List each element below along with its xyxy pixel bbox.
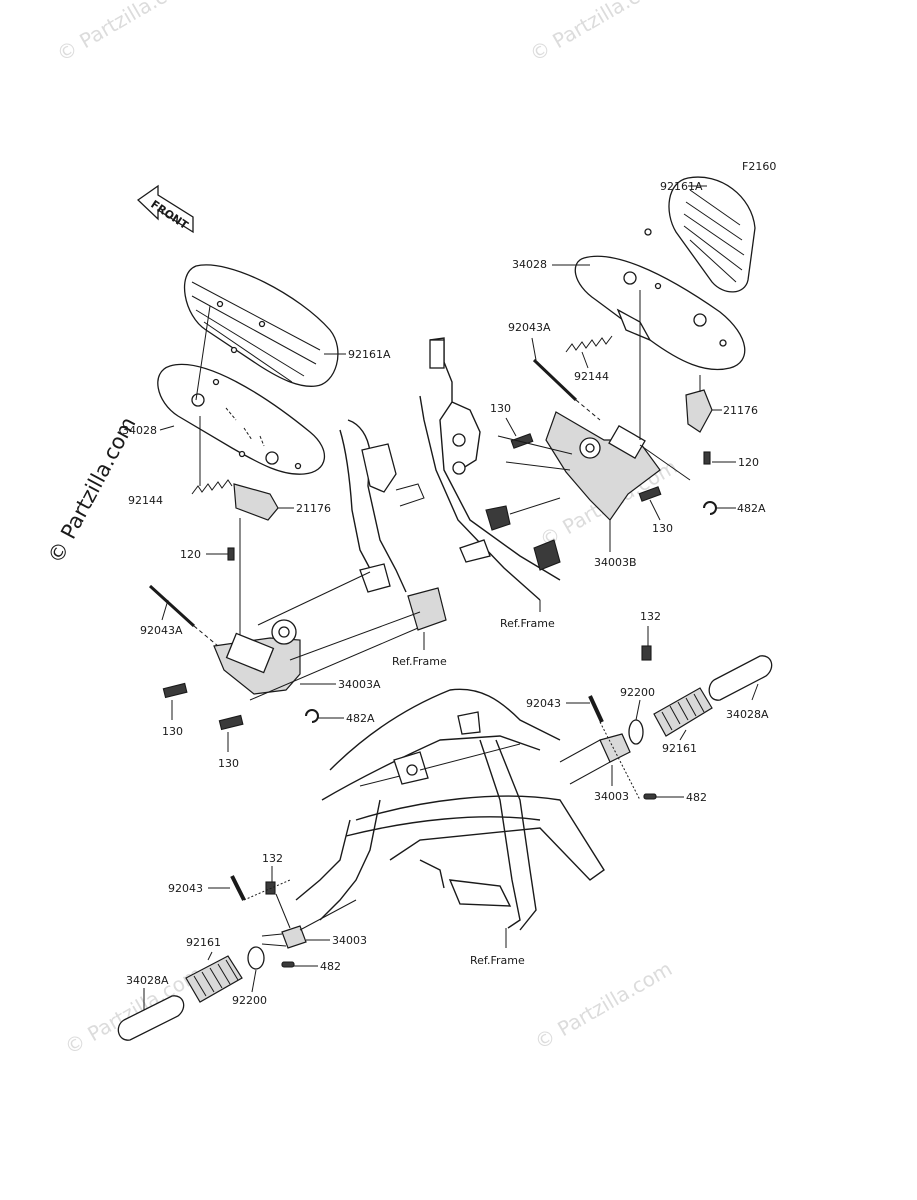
- left-spring: [191, 479, 233, 495]
- label-21176-top: 21176: [723, 404, 758, 417]
- frame-section-top: [419, 337, 573, 601]
- frame-main-bottom: [295, 688, 605, 948]
- label-34028A-right: 34028A: [726, 708, 769, 721]
- watermark: © Partzilla.com: [53, 0, 199, 66]
- left-bolt2: [218, 714, 244, 731]
- top-right-floorboard-cover: [644, 176, 756, 293]
- lower-footpeg-clip: [281, 961, 295, 968]
- label-132-lower: 132: [262, 852, 283, 865]
- lower-footpeg-rubber: [185, 955, 243, 1003]
- label-21176-left: 21176: [296, 502, 331, 515]
- top-right-circlip: [703, 501, 717, 515]
- watermark: © Partzilla.com: [531, 956, 677, 1054]
- label-92043A-left: 92043A: [140, 624, 183, 637]
- label-34003B: 34003B: [594, 556, 637, 569]
- label-482A-left: 482A: [346, 712, 375, 725]
- label-92161-right: 92161: [662, 742, 697, 755]
- label-92161A-top: 92161A: [660, 180, 703, 193]
- left-floorboard-cover: [183, 264, 339, 387]
- top-right-spring: [565, 335, 613, 353]
- label-120-left: 120: [180, 548, 201, 561]
- label-482-right: 482: [686, 791, 707, 804]
- left-bolt1: [162, 682, 188, 699]
- label-120-top: 120: [738, 456, 759, 469]
- left-pin: [148, 584, 219, 647]
- left-floorboard: [157, 363, 326, 475]
- label-92200-lower: 92200: [232, 994, 267, 1007]
- top-right-bolt2: [638, 486, 662, 502]
- right-footpeg-bolt: [641, 645, 652, 661]
- label-130-top-2: 130: [652, 522, 673, 535]
- label-34028A-lower: 34028A: [126, 974, 169, 987]
- label-ref-frame-middle: Ref.Frame: [392, 655, 447, 668]
- label-92144-left: 92144: [128, 494, 163, 507]
- lower-footpeg-tube: [117, 988, 185, 1041]
- label-130-left-2: 130: [218, 757, 239, 770]
- label-482A-top: 482A: [737, 502, 766, 515]
- label-92161A-left: 92161A: [348, 348, 391, 361]
- label-482-lower: 482: [320, 960, 341, 973]
- label-132-right: 132: [640, 610, 661, 623]
- watermark: © Partzilla.com: [526, 0, 672, 66]
- top-right-pin: [532, 358, 601, 421]
- label-34003-lower: 34003: [332, 934, 367, 947]
- label-92161-lower: 92161: [186, 936, 221, 949]
- label-92043-lower: 92043: [168, 882, 203, 895]
- label-34028-top: 34028: [512, 258, 547, 271]
- top-right-bracket: [545, 411, 661, 521]
- label-92043A-top: 92043A: [508, 321, 551, 334]
- top-right-floorboard: [574, 255, 746, 371]
- label-92200-right: 92200: [620, 686, 655, 699]
- label-92043-right: 92043: [526, 697, 561, 710]
- right-footpeg-rubber: [653, 687, 713, 737]
- watermarks: © Partzilla.com © Partzilla.com © Partzi…: [43, 0, 681, 1059]
- left-screw: [227, 547, 235, 561]
- lower-footpeg-washer: [247, 946, 265, 970]
- frame-section-middle: [249, 419, 447, 701]
- top-right-bolt: [510, 433, 534, 449]
- label-34028-left: 34028: [122, 424, 157, 437]
- left-circlip: [305, 709, 319, 723]
- right-footpeg-pin: [588, 695, 604, 723]
- left-clip-plate: [233, 483, 279, 650]
- top-right-clip-plate: [685, 375, 713, 433]
- top-right-screw: [703, 451, 711, 465]
- left-bracket: [213, 619, 301, 695]
- front-arrow-icon: FRONT: [136, 184, 194, 234]
- right-footpeg-clip: [643, 793, 657, 800]
- label-ref-frame-top: Ref.Frame: [500, 617, 555, 630]
- label-92144-top: 92144: [574, 370, 609, 383]
- label-34003-right: 34003: [594, 790, 629, 803]
- right-footpeg-tube: [708, 655, 773, 701]
- label-130-left-1: 130: [162, 725, 183, 738]
- lower-footpeg-bracket: [261, 925, 307, 949]
- diagram-code: F2160: [742, 160, 776, 173]
- label-ref-frame-bottom: Ref.Frame: [470, 954, 525, 967]
- label-34003A: 34003A: [338, 678, 381, 691]
- right-footpeg-washer: [628, 719, 644, 745]
- lower-footpeg-pin: [230, 875, 246, 901]
- label-130-top: 130: [490, 402, 511, 415]
- right-footpeg-bracket: [559, 733, 631, 785]
